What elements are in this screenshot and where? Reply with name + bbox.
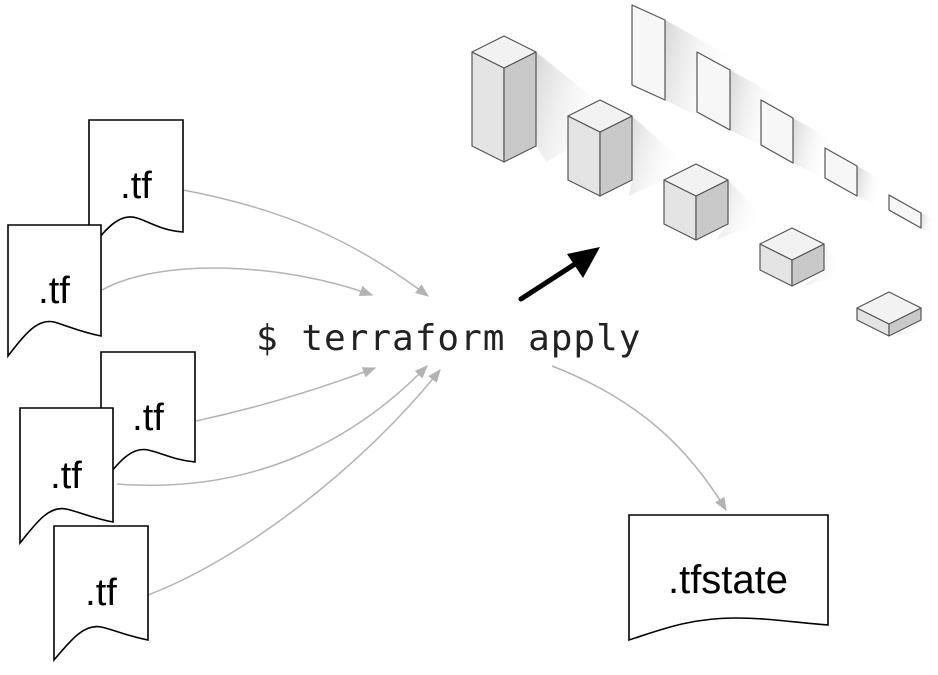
tf-file-label: .tf [38,270,70,312]
panel-slab-3 [760,99,834,184]
server-box-1 [471,35,621,163]
panel-face [888,194,922,229]
apply-arrow [518,247,600,302]
server-box-5 [856,291,932,337]
tf-file-4: .tf [19,407,114,546]
tf-file-5: .tf [53,525,149,663]
server-box-3 [663,163,768,241]
panel-face [760,99,794,164]
tf-file-2: .tf [7,224,102,359]
box-face-top [567,99,633,133]
flow-arrow [195,367,377,422]
tf-file-label: .tf [85,572,117,614]
box-shadow [628,116,690,196]
document-icon [7,224,102,359]
flow-arrow [116,365,428,486]
box-face-right [503,51,537,163]
document-icon [53,525,149,663]
document-icon [19,407,114,546]
box-shadow [894,308,932,336]
panel-face [631,4,666,101]
panel-shadow [857,166,884,210]
apply-arrow-head [567,247,600,278]
panel-shadow [921,213,935,235]
box-face-top [856,291,922,325]
panel-face [824,147,858,197]
terraform-apply-command: $ terraform apply [256,318,641,359]
box-face-top [471,35,537,69]
box-face-top [663,163,729,197]
infrastructure-group [471,4,935,337]
input-flow-arrows [101,189,441,596]
tf-file-label: .tf [132,397,164,439]
server-box-2 [567,99,690,197]
box-shadow [803,244,848,286]
tf-file-1: .tf [88,119,184,253]
panel-slab-5 [888,194,935,235]
document-icon [628,514,829,642]
tfstate-label: .tfstate [668,558,788,602]
tfstate-file: .tfstate [628,514,829,642]
panel-shadow [793,118,834,184]
box-face-left [471,51,505,163]
flow-arrow [101,267,374,296]
panel-slab-4 [824,147,884,210]
panel-face [696,51,731,131]
state-flow-arrow [551,365,727,512]
tf-file-3: .tf [100,351,196,487]
box-shadow [536,52,621,162]
box-face-top [759,227,825,261]
box-shadow [715,180,768,240]
server-box-4 [759,227,848,287]
flow-arrow [147,368,441,596]
apply-arrow-shaft [518,261,578,302]
flow-arrow [182,189,430,297]
tf-file-label: .tf [50,455,82,497]
tf-file-label: .tf [120,165,152,207]
